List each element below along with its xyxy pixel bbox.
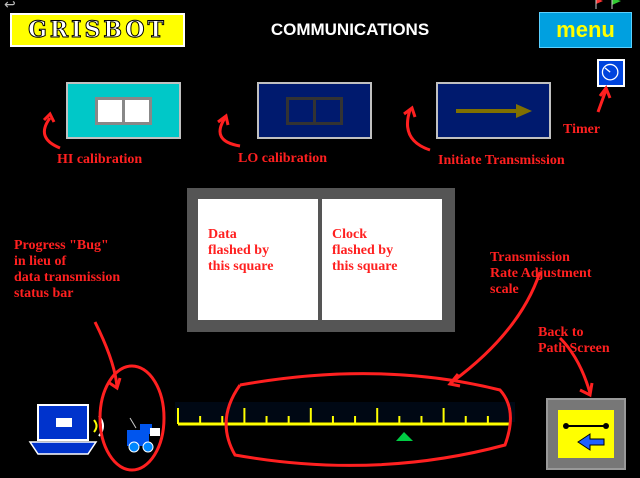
annotation-strokes xyxy=(42,84,612,472)
timer-compass-icon[interactable] xyxy=(597,59,625,87)
data-flash-square: Data flashed by this square xyxy=(198,199,318,320)
clock-square-note: Clock flashed by this square xyxy=(332,227,398,274)
lo-calibration-button[interactable] xyxy=(257,82,372,139)
data-square-note: Data flashed by this square xyxy=(208,227,274,274)
hi-calibration-label: HI calibration xyxy=(57,152,143,167)
progress-bug-icon[interactable] xyxy=(127,417,160,453)
path-button-face xyxy=(558,410,614,458)
lo-calibration-label: LO calibration xyxy=(238,151,328,166)
clock-flash-square: Clock flashed by this square xyxy=(322,199,442,320)
back-to-path-note: Back to Path Screen xyxy=(538,325,610,356)
back-to-path-button[interactable] xyxy=(546,398,626,470)
progress-bug-note: Progress "Bug" in lieu of data transmiss… xyxy=(14,238,121,301)
initiate-transmission-label: Initiate Transmission xyxy=(438,153,565,168)
arrow-left-icon xyxy=(563,423,609,451)
initiate-transmission-button[interactable] xyxy=(436,82,551,139)
laptop-icon xyxy=(28,404,98,455)
timer-label: Timer xyxy=(563,122,601,137)
flags-icon xyxy=(595,0,621,9)
back-arrow-icon[interactable]: ↩ xyxy=(4,0,16,12)
menu-button[interactable]: menu xyxy=(539,12,632,48)
rate-scale-track xyxy=(175,402,515,422)
grisbot-logo: GRISBOT xyxy=(10,13,185,47)
hi-calibration-button[interactable] xyxy=(66,82,181,139)
page-title: COMMUNICATIONS xyxy=(270,20,430,39)
arrow-right-icon xyxy=(455,103,532,118)
rate-slider-marker[interactable] xyxy=(396,432,413,441)
